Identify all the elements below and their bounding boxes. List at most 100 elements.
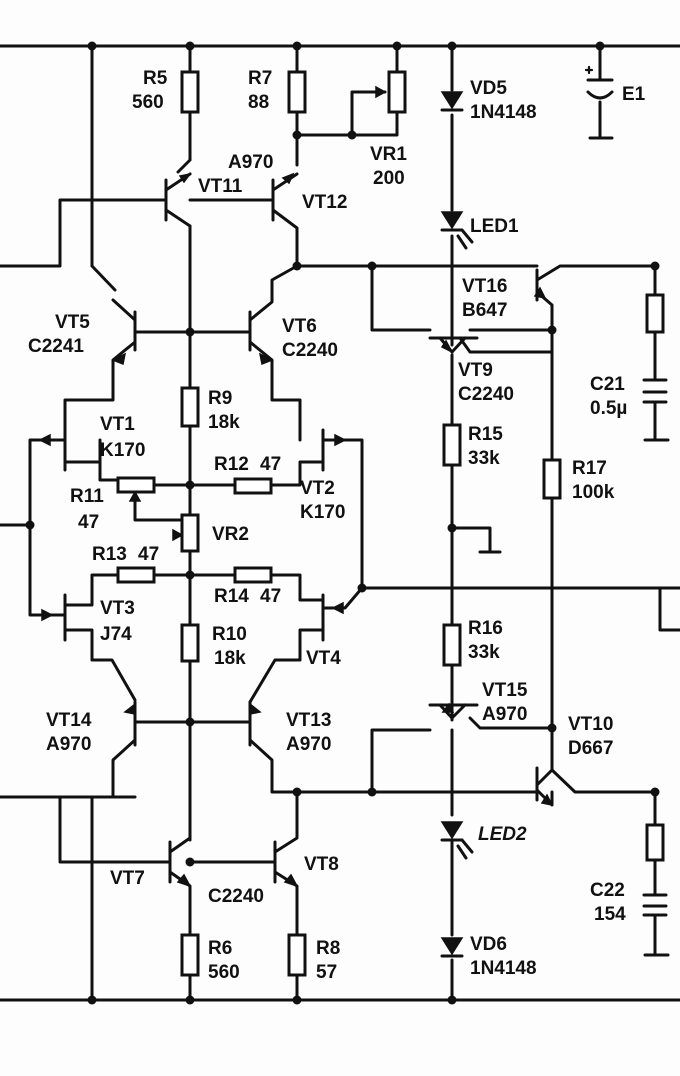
- r16-body: [442, 623, 462, 667]
- vt4-ref: VT4: [306, 648, 341, 669]
- r6-value: 560: [208, 962, 240, 983]
- c21-ref: C21: [590, 374, 625, 395]
- vt2-value: K170: [300, 502, 345, 523]
- r5-ref: R5: [143, 68, 168, 89]
- vt14-value: A970: [46, 734, 91, 755]
- vt13-value: A970: [286, 734, 331, 755]
- r10-value: 18k: [214, 648, 246, 669]
- capacitors: [584, 65, 668, 917]
- r16-ref: R16: [468, 618, 503, 639]
- vt6-value: C2240: [282, 340, 338, 361]
- r6-body: [180, 933, 200, 977]
- e1-ref: E1: [622, 84, 646, 105]
- vt16-value: B647: [462, 300, 507, 321]
- vd6-triangle: [440, 937, 464, 956]
- vd5-ref: VD5: [470, 78, 507, 99]
- e1-plates: [586, 78, 614, 100]
- vr1-body: [387, 70, 407, 114]
- vt12-ref: VT12: [302, 192, 347, 213]
- r12-body: [233, 477, 273, 495]
- r15-value: 33k: [468, 448, 500, 469]
- c21-series-resistor-body: [645, 293, 665, 334]
- vt2-arrow: [334, 433, 347, 447]
- vt10-ref: VT10: [568, 714, 613, 735]
- vt6-arrow: [258, 352, 274, 366]
- e1-plus-sign: [584, 65, 594, 75]
- r17-ref: R17: [572, 458, 607, 479]
- vt16-ref: VT16: [462, 276, 507, 297]
- vt5-value: C2241: [28, 336, 84, 357]
- vt8-value: C2240: [208, 886, 264, 907]
- r9-ref: R9: [208, 388, 232, 409]
- r11-body: [116, 476, 156, 494]
- vt15-value: A970: [482, 704, 527, 725]
- r17-body: [542, 458, 562, 500]
- vt7-arrow: [176, 873, 192, 888]
- vt9-ref: VT9: [458, 360, 493, 381]
- vt9-arrow: [440, 339, 454, 354]
- r8-body: [287, 933, 307, 977]
- vt4-arrow: [331, 601, 344, 615]
- vt2-ref: VT2: [300, 478, 335, 499]
- r11-value: 47: [78, 512, 99, 533]
- r10-ref: R10: [212, 624, 247, 645]
- c22-plates: [642, 893, 668, 917]
- r10-body: [180, 623, 200, 663]
- led1-ref: LED1: [470, 216, 519, 237]
- r6-ref: R6: [208, 938, 232, 959]
- r5-body: [180, 70, 200, 114]
- led2-triangle: [440, 821, 464, 840]
- wires: [0, 44, 680, 1002]
- led1-triangle: [440, 211, 464, 230]
- r9-value: 18k: [208, 412, 240, 433]
- vr2-wiper-arrow: [172, 528, 184, 542]
- r5-value: 560: [132, 92, 164, 113]
- led2-bar-and-rays: [440, 838, 474, 860]
- vr2-body: [180, 513, 200, 553]
- vt12-arrow: [281, 172, 295, 185]
- vr2-ref: VR2: [212, 524, 249, 545]
- r12-ref: R12: [214, 454, 249, 475]
- vd6-ref: VD6: [470, 934, 507, 955]
- vt11-ref: VT11: [198, 176, 243, 197]
- vd5-triangle: [440, 91, 464, 110]
- r12-value: 47: [260, 454, 281, 475]
- led2-ref: LED2: [478, 824, 527, 845]
- vt15-arrow: [441, 702, 455, 713]
- vt8-arrow: [283, 873, 299, 888]
- vd5-value: 1N4148: [470, 102, 537, 123]
- r11-ref: R11: [70, 486, 104, 507]
- r8-ref: R8: [316, 938, 340, 959]
- r9-body: [180, 386, 200, 428]
- r14-value: 47: [260, 586, 281, 607]
- r13-body: [116, 566, 156, 584]
- vt5-ref: VT5: [55, 312, 90, 333]
- vt1-value: K170: [100, 440, 145, 461]
- vr1-ref: VR1: [370, 144, 407, 165]
- r16-value: 33k: [468, 642, 500, 663]
- vt6-ref: VT6: [282, 316, 317, 337]
- vt5-arrow: [111, 352, 127, 366]
- vt14-ref: VT14: [46, 710, 92, 731]
- r14-ref: R14: [214, 586, 249, 607]
- c22-value: 154: [594, 904, 626, 925]
- transistor-arrows: [38, 172, 554, 888]
- vt8-ref: VT8: [304, 854, 339, 875]
- r13-value: 47: [138, 544, 159, 565]
- vt9-value: C2240: [458, 384, 514, 405]
- vt11-arrow: [178, 172, 192, 184]
- resistors: [116, 70, 665, 977]
- led1-bar-and-rays: [440, 228, 474, 250]
- vt11-value: A970: [228, 152, 273, 173]
- vt7-ref: VT7: [110, 868, 145, 889]
- c22-ref: C22: [590, 880, 625, 901]
- r15-ref: R15: [468, 424, 503, 445]
- vt3-arrow: [41, 608, 54, 622]
- vt3-ref: VT3: [100, 598, 135, 619]
- vt10-value: D667: [568, 738, 613, 759]
- r15-body: [442, 423, 462, 467]
- r13-ref: R13: [92, 544, 127, 565]
- r11-wiper-arrow: [128, 490, 142, 502]
